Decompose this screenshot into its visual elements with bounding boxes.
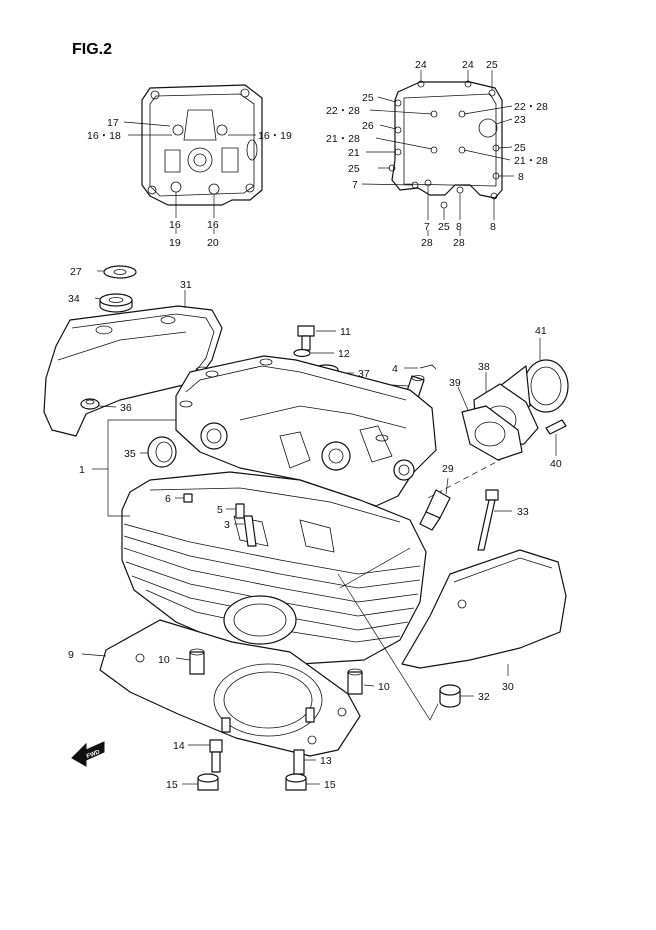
part-36-nut: 36 bbox=[80, 398, 132, 414]
callout-1-bracket: 1 bbox=[79, 419, 176, 517]
part-10-dowel-right: 10 bbox=[347, 668, 390, 695]
label-21-28-a: 21・28 bbox=[326, 133, 360, 145]
label-8-b: 8 bbox=[456, 221, 462, 233]
part-30-head-cover: 30 bbox=[401, 549, 567, 693]
label-13: 13 bbox=[320, 755, 332, 767]
inset-cover-bolt-pattern bbox=[388, 80, 503, 209]
part-12-washer: 12 bbox=[293, 348, 350, 360]
part-14-stud: 14 bbox=[173, 739, 223, 773]
label-26: 26 bbox=[362, 120, 374, 132]
label-15-b: 15 bbox=[324, 779, 336, 791]
part-29-spark-plug: 29 bbox=[419, 463, 454, 531]
label-6: 6 bbox=[165, 493, 171, 505]
label-8-c: 8 bbox=[490, 221, 496, 233]
lower-head-block bbox=[121, 471, 427, 665]
label-29: 29 bbox=[442, 463, 454, 475]
label-17: 17 bbox=[107, 117, 119, 129]
label-9: 9 bbox=[68, 649, 74, 661]
label-25-b: 25 bbox=[362, 92, 374, 104]
label-14: 14 bbox=[173, 740, 185, 752]
label-38: 38 bbox=[478, 361, 490, 373]
part-15-nut-right: 15 bbox=[285, 773, 336, 791]
part-40-bolt: 40 bbox=[545, 419, 567, 470]
label-25-a: 25 bbox=[486, 59, 498, 71]
label-35: 35 bbox=[124, 448, 136, 460]
label-16-19-right: 16・19 bbox=[258, 130, 292, 142]
label-16-a: 16 bbox=[169, 219, 181, 231]
label-5: 5 bbox=[217, 504, 223, 516]
label-12: 12 bbox=[338, 348, 350, 360]
label-21: 21 bbox=[348, 147, 360, 159]
label-41: 41 bbox=[535, 325, 547, 337]
label-4: 4 bbox=[392, 363, 398, 375]
label-1: 1 bbox=[79, 464, 85, 476]
label-28-b: 28 bbox=[453, 237, 465, 249]
fwd-label: FWD bbox=[86, 749, 102, 760]
label-21-28-b: 21・28 bbox=[514, 155, 548, 167]
part-4-pin: 4 bbox=[392, 363, 437, 375]
label-22-28-a: 22・28 bbox=[326, 105, 360, 117]
leader-head-to-nut bbox=[337, 573, 439, 721]
label-28-a: 28 bbox=[421, 237, 433, 249]
stud-right-upper bbox=[305, 707, 315, 723]
label-33: 33 bbox=[517, 506, 529, 518]
label-16-18: 16・18 bbox=[87, 130, 121, 142]
inset-right-callouts: 24 24 25 25 22・28 22・28 26 23 21・28 25 2… bbox=[326, 59, 548, 249]
label-24-b: 24 bbox=[462, 59, 474, 71]
leader-head-to-plug bbox=[339, 547, 411, 589]
part-1-cylinder-head bbox=[175, 355, 437, 507]
part-34-grommet: 34 bbox=[68, 293, 133, 313]
part-9-head-gasket: 9 bbox=[68, 619, 361, 757]
part-3-valve-seal: 3 bbox=[224, 515, 257, 547]
part-11-bolt: 11 bbox=[297, 325, 351, 351]
part-6-shim: 6 bbox=[165, 493, 193, 505]
label-15-a: 15 bbox=[166, 779, 178, 791]
label-10-a: 10 bbox=[158, 654, 170, 666]
figure-title: FIG.2 bbox=[72, 41, 112, 58]
part-39-gasket: 39 bbox=[449, 377, 523, 461]
part-5-valve-guide: 5 bbox=[217, 503, 245, 519]
fwd-arrow-icon: FWD bbox=[71, 741, 105, 767]
label-24-a: 24 bbox=[415, 59, 427, 71]
label-19: 19 bbox=[169, 237, 181, 249]
label-10-b: 10 bbox=[378, 681, 390, 693]
label-30: 30 bbox=[502, 681, 514, 693]
label-36: 36 bbox=[120, 402, 132, 414]
part-10-dowel-left: 10 bbox=[158, 648, 205, 675]
part-27-washer: 27 bbox=[70, 265, 137, 279]
label-23: 23 bbox=[514, 114, 526, 126]
part-15-nut-left: 15 bbox=[166, 773, 219, 791]
inset-head-top-view bbox=[141, 84, 263, 206]
part-35-seal: 35 bbox=[124, 436, 177, 468]
label-31: 31 bbox=[180, 279, 192, 291]
label-8-a: 8 bbox=[518, 171, 524, 183]
label-27: 27 bbox=[70, 266, 82, 278]
label-25-e: 25 bbox=[438, 221, 450, 233]
part-13-stud: 13 bbox=[293, 749, 332, 775]
label-32: 32 bbox=[478, 691, 490, 703]
label-7-b: 7 bbox=[424, 221, 430, 233]
label-20: 20 bbox=[207, 237, 219, 249]
label-25-d: 25 bbox=[348, 163, 360, 175]
label-3: 3 bbox=[224, 519, 230, 531]
label-16-b: 16 bbox=[207, 219, 219, 231]
label-34: 34 bbox=[68, 293, 80, 305]
label-25-c: 25 bbox=[514, 142, 526, 154]
stud-left-upper bbox=[221, 717, 231, 733]
part-33-long-bolt: 33 bbox=[477, 489, 529, 551]
part-32-cap-nut: 32 bbox=[439, 684, 490, 708]
label-40: 40 bbox=[550, 458, 562, 470]
inset-left-callouts: 17 16・18 16・19 16 19 16 20 bbox=[87, 117, 292, 249]
label-39: 39 bbox=[449, 377, 461, 389]
label-22-28-b: 22・28 bbox=[514, 101, 548, 113]
label-37: 37 bbox=[358, 368, 370, 380]
label-7-a: 7 bbox=[352, 179, 358, 191]
label-11: 11 bbox=[340, 326, 351, 338]
